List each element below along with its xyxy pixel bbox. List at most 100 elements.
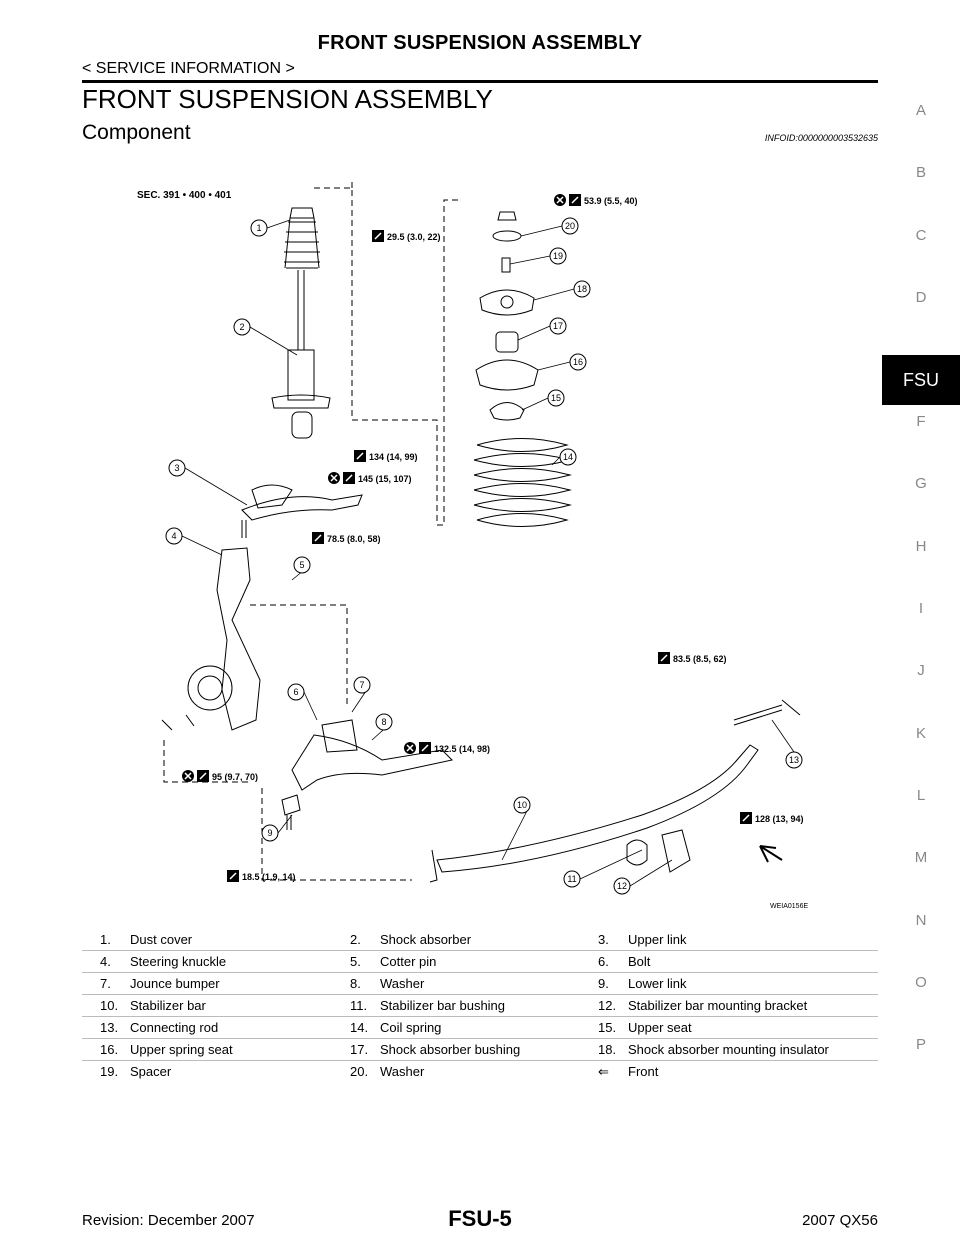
do-not-reuse-x-icon [184, 772, 192, 780]
table-cell: 2.Shock absorber [332, 929, 580, 951]
diagram-ref-code: WEIA0156E [770, 903, 808, 910]
side-index-m: M [914, 849, 928, 867]
callout-circle [233, 318, 251, 336]
callout-leader [771, 719, 795, 753]
callout-circle [165, 527, 183, 545]
table-cell: 8.Washer [332, 973, 580, 995]
table-cell: ⇐ Front [580, 1061, 878, 1083]
callout-number: 3 [174, 463, 179, 473]
side-index-c: C [915, 226, 927, 244]
part-number: 17. [350, 1042, 369, 1057]
torque-spec-label: 18.5 (1.9, 14) [242, 872, 296, 882]
side-index-a: A [915, 102, 926, 119]
callout-circle [168, 459, 186, 477]
wrench-glyph-icon [199, 772, 207, 780]
torque-spec-label: 78.5 (8.0, 58) [327, 534, 381, 544]
callout-number: 7 [359, 680, 364, 690]
wrench-glyph-icon [356, 452, 364, 460]
wrench-glyph-icon [421, 744, 429, 752]
part-name: Front [628, 1063, 659, 1079]
callout-leader [249, 326, 298, 356]
info-id: INFOID:0000000003532635 [764, 133, 878, 143]
callout-number: 17 [553, 321, 563, 331]
table-cell: 12.Stabilizer bar mounting bracket [580, 995, 878, 1017]
page-header-title: FRONT SUSPENSION ASSEMBLY [317, 32, 643, 54]
footer-revision: Revision: December 2007 [82, 1212, 255, 1229]
callout-circle [561, 217, 579, 235]
part-name: Connecting rod [130, 1020, 219, 1035]
callout-number: 15 [551, 393, 561, 403]
callout-circle [353, 676, 371, 694]
callout-number: 6 [293, 687, 298, 697]
wrench-glyph-icon [571, 196, 579, 204]
callout-circle [573, 280, 591, 298]
part-name: Bolt [628, 954, 651, 969]
callout-leader [181, 535, 223, 556]
side-index-k: K [915, 724, 926, 742]
torque-spec-label: 145 (15, 107) [358, 474, 412, 484]
part-number: 7. [100, 976, 111, 991]
side-index-b: B [915, 164, 926, 182]
side-index-j: J [917, 662, 925, 680]
component-title: Component [82, 121, 191, 144]
callout-circle [569, 353, 587, 371]
torque-spec-label: 95 (9.7, 70) [212, 772, 258, 782]
do-not-reuse-x-icon [406, 744, 414, 752]
callout-circle [513, 796, 531, 814]
callout-number: 9 [267, 828, 272, 838]
callout-number: 13 [789, 755, 799, 765]
wrench-glyph-icon [314, 534, 322, 542]
part-number: 16. [100, 1042, 119, 1057]
part-name: Stabilizer bar bushing [380, 998, 506, 1013]
footer-model: 2007 QX56 [802, 1212, 878, 1229]
table-cell: 11.Stabilizer bar bushing [332, 995, 580, 1017]
table-cell: 15.Upper seat [580, 1017, 878, 1039]
part-name: Shock absorber [380, 932, 472, 947]
part-number: 9. [598, 976, 609, 991]
callout-leader [517, 325, 551, 341]
part-name: Upper seat [628, 1020, 692, 1035]
callout-leader [533, 288, 575, 301]
callout-circle [287, 683, 305, 701]
part-name: Jounce bumper [130, 976, 220, 991]
callout-leader [551, 456, 561, 466]
part-number: 1. [100, 932, 111, 947]
callout-number: 14 [563, 452, 573, 462]
callout-number: 16 [573, 357, 583, 367]
torque-spec-label: 53.9 (5.5, 40) [584, 196, 638, 206]
part-name: Steering knuckle [130, 954, 227, 969]
part-name: Shock absorber mounting insulator [628, 1042, 829, 1057]
part-number: ⇐ [598, 1063, 609, 1079]
suspension-diagram: 53.9 (5.5, 40)29.5 (3.0, 22)134 (14, 99)… [137, 180, 808, 910]
table-cell: 18.Shock absorber mounting insulator [580, 1039, 878, 1061]
callout-number: 18 [577, 284, 587, 294]
part-number: 14. [350, 1020, 369, 1035]
table-cell: 5.Cotter pin [332, 951, 580, 973]
part-number: 19. [100, 1064, 119, 1079]
table-cell: 10.Stabilizer bar [82, 995, 332, 1017]
part-number: 13. [100, 1020, 119, 1035]
table-cell: 1.Dust cover [82, 929, 332, 951]
part-number: 4. [100, 954, 111, 969]
callout-circle [563, 870, 581, 888]
side-index-i: I [918, 600, 924, 618]
footer-page-number: FSU-5 [448, 1206, 512, 1231]
part-name: Cotter pin [380, 954, 437, 969]
section-title: FRONT SUSPENSION ASSEMBLY [82, 84, 493, 114]
part-name: Lower link [628, 976, 687, 991]
side-index-p: P [915, 1036, 926, 1054]
callout-number: 5 [299, 560, 304, 570]
part-number: 12. [598, 998, 617, 1013]
page-header-subtitle: < SERVICE INFORMATION > [82, 60, 295, 77]
wrench-glyph-icon [374, 232, 382, 240]
side-index-fsu: FSU [882, 355, 960, 406]
table-cell: 7. Jounce bumper [82, 973, 332, 995]
part-number: 3. [598, 932, 609, 947]
callout-number: 20 [565, 221, 575, 231]
table-row: 7. Jounce bumper 8.Washer 9. Lower link [82, 972, 878, 995]
callout-circle [559, 448, 577, 466]
torque-spec-label: 132.5 (14, 98) [434, 744, 490, 754]
callout-leader [501, 804, 531, 861]
